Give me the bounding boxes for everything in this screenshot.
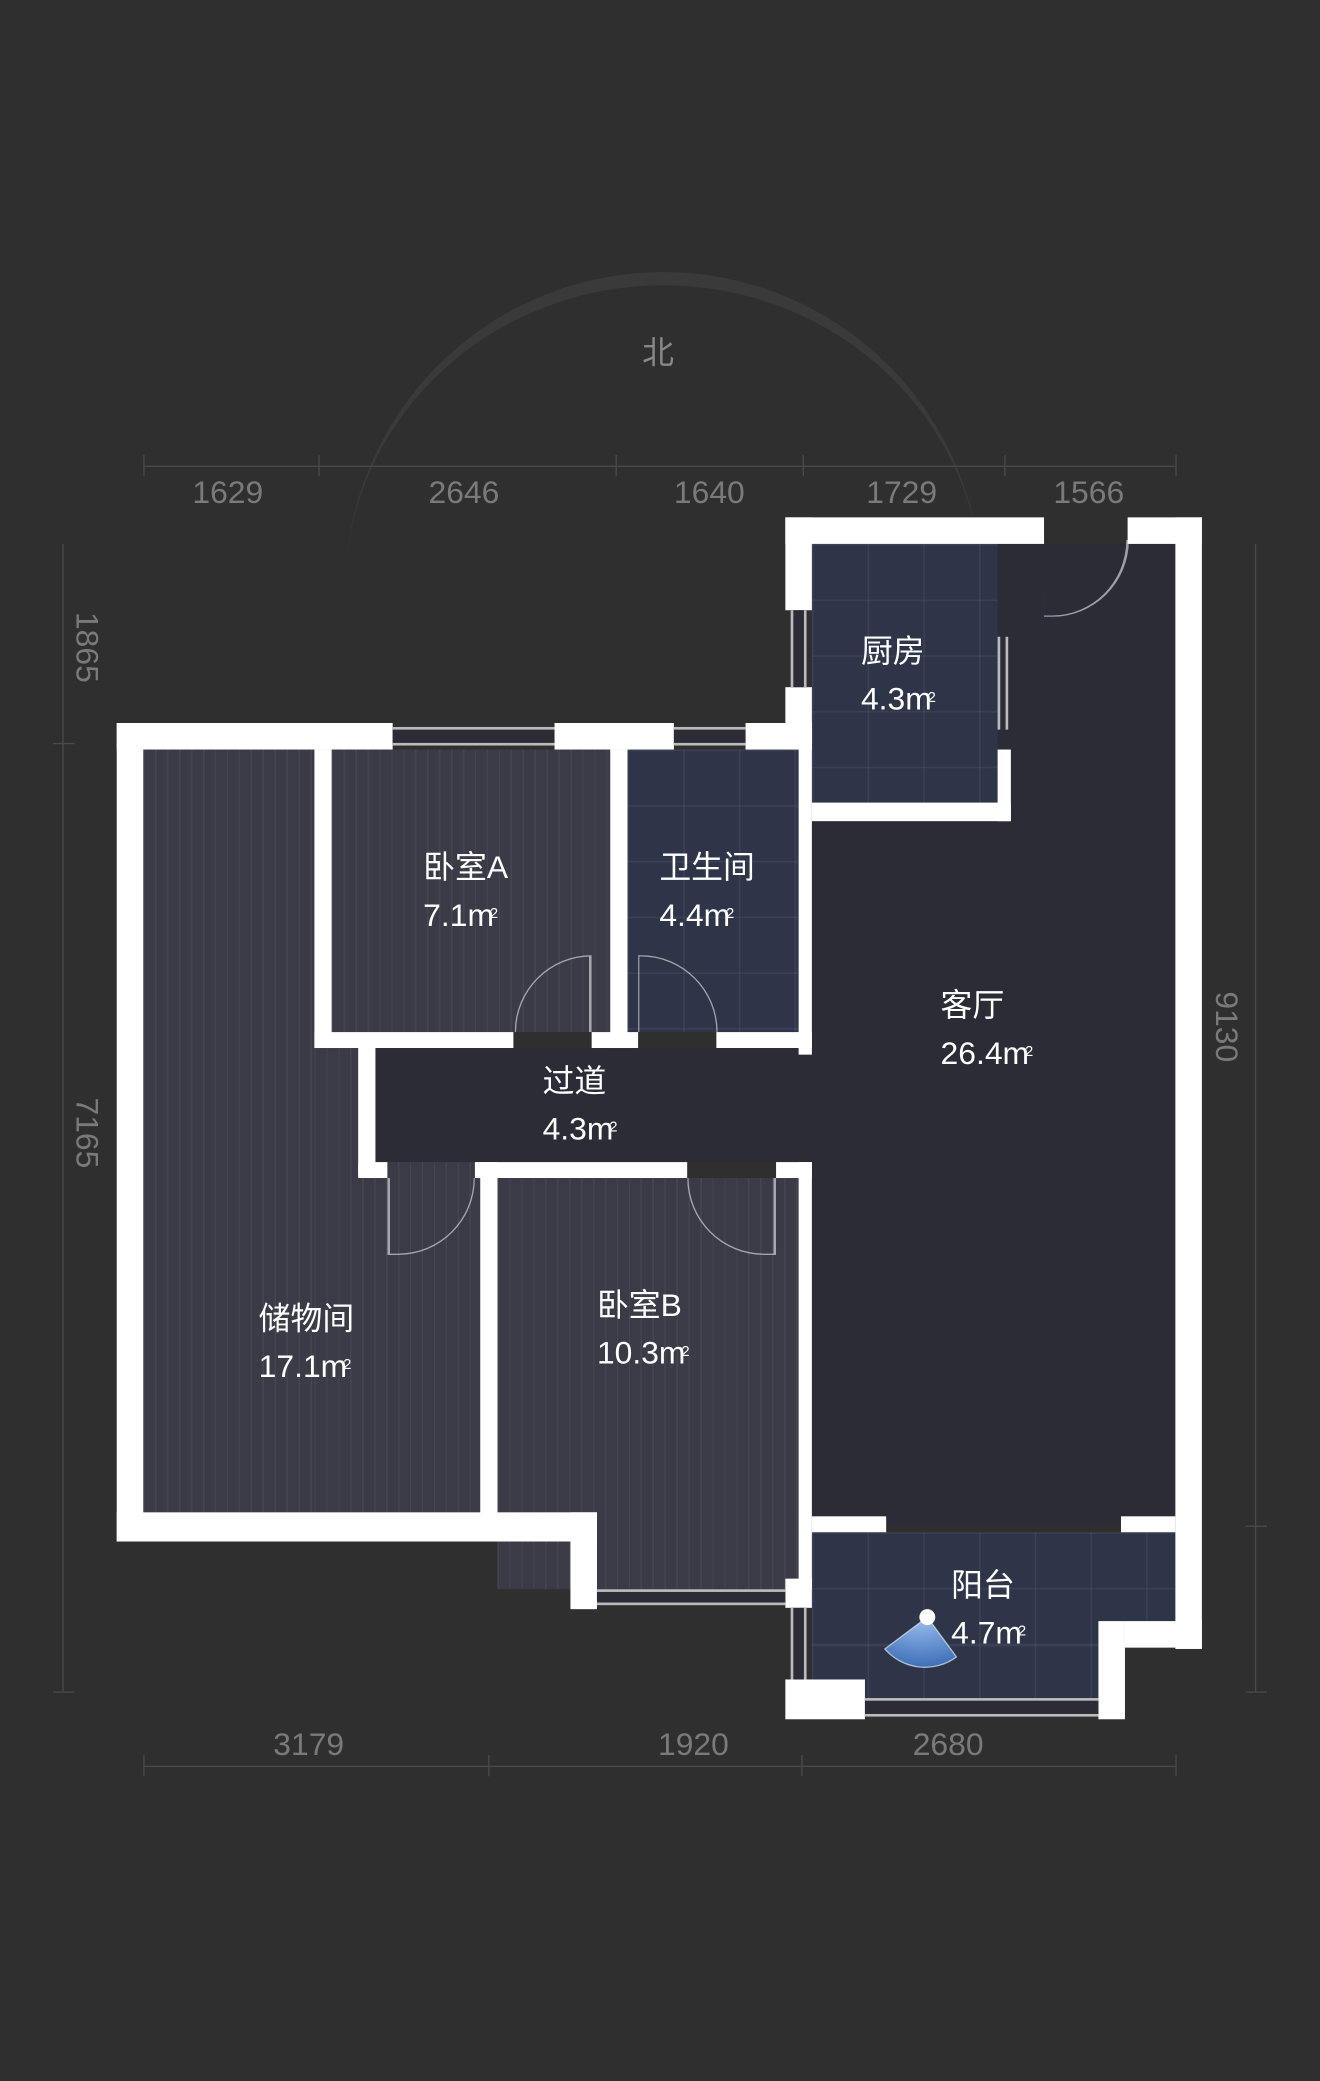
window [997,636,1009,730]
wall [554,722,674,750]
room-label-bedroom-b: 卧室B 10.3m2 [597,1283,690,1379]
dimension-top-1: 1629 [192,474,264,511]
tick [1175,1755,1177,1777]
room-name: 阳台 [951,1568,1015,1604]
window [673,726,746,746]
wall [811,802,1011,822]
dimension-left-1: 1865 [68,611,105,683]
tick [615,455,617,477]
tick [802,455,804,477]
room-label-living-room: 客厅 26.4m2 [941,983,1034,1079]
floor-storage [143,749,315,1513]
room-label-bathroom: 卫生间 4.4m2 [659,845,755,941]
wall [474,1162,688,1179]
wall [358,1048,376,1176]
wall [570,1512,597,1610]
wall [314,749,332,1049]
dimension-bottom-3: 2680 [912,1727,984,1764]
wall [811,1516,887,1533]
floor-balcony [811,1532,1176,1645]
wall [785,687,812,750]
dimension-line-left [62,543,64,1692]
room-name: 卫生间 [659,850,755,887]
tick [801,1755,803,1777]
room-label-storage: 储物间 17.1m2 [259,1296,355,1392]
dimension-line-right [1254,543,1257,1692]
room-name: 卧室B [596,1288,682,1324]
room-area: 17.1m2 [258,1349,352,1385]
wall [1098,1621,1125,1720]
wall [1124,1621,1202,1648]
room-name: 储物间 [258,1301,355,1338]
tick [1245,1525,1267,1527]
wall [1175,517,1202,1649]
wall [358,1162,388,1179]
wall [1120,1516,1176,1533]
dimension-line-bottom [143,1765,1176,1768]
tick [143,455,145,477]
tick [318,455,320,477]
compass-north-label: 北 [642,335,674,372]
window [864,1698,1099,1717]
wall [798,722,812,1055]
dimension-top-2: 2646 [428,474,500,511]
wall [610,749,628,1049]
room-label-bedroom-a: 卧室A 7.1m2 [423,845,508,941]
window [392,726,555,746]
wall [116,722,144,1542]
room-area: 4.3m2 [542,1111,618,1148]
floor-storage-ext [314,1048,481,1513]
tick [53,742,75,745]
room-name: 卧室A [423,850,509,887]
tick [1245,1691,1267,1693]
window [790,610,807,688]
dimension-bottom-1: 3179 [273,1727,345,1764]
tick [143,1755,145,1777]
wall [314,1032,514,1049]
room-area: 26.4m2 [940,1036,1034,1072]
wall [480,1162,498,1527]
tick [53,1691,75,1693]
dimension-bottom-2: 1920 [657,1727,729,1764]
wall [116,722,393,750]
dimension-top-5: 1566 [1053,474,1125,511]
room-area: 7.1m2 [423,898,499,934]
dimension-top-3: 1640 [673,474,745,511]
window [790,1607,807,1680]
tick [488,1755,490,1777]
room-label-balcony: 阳台 4.7m2 [951,1563,1026,1659]
wall [716,1032,812,1049]
room-area: 4.4m2 [659,898,735,934]
room-label-hallway: 过道 4.3m2 [543,1059,618,1155]
tick [1175,455,1177,477]
wall [798,1162,812,1590]
dimension-left-2: 7165 [68,1097,105,1169]
wall [785,1679,865,1720]
floor-kitchen-overlay [811,543,998,803]
window [596,1589,786,1606]
room-name: 客厅 [940,988,1005,1025]
dimension-top-4: 1729 [866,474,938,511]
room-name: 厨房 [860,634,925,670]
tick [1004,455,1006,477]
room-area: 4.3m2 [860,681,936,718]
room-area: 4.7m2 [951,1615,1027,1652]
wall [116,1512,597,1542]
viewpoint-marker-icon[interactable] [878,1608,960,1672]
wall [785,1578,812,1608]
room-label-kitchen: 厨房 4.3m2 [861,629,936,725]
room-name: 过道 [542,1063,607,1100]
dimension-line-top [143,465,1176,467]
wall [785,517,1045,544]
room-area: 10.3m2 [596,1335,690,1372]
wall [997,749,1011,822]
dimension-right-1: 9130 [1208,991,1244,1063]
floor-hallway [375,1048,812,1163]
